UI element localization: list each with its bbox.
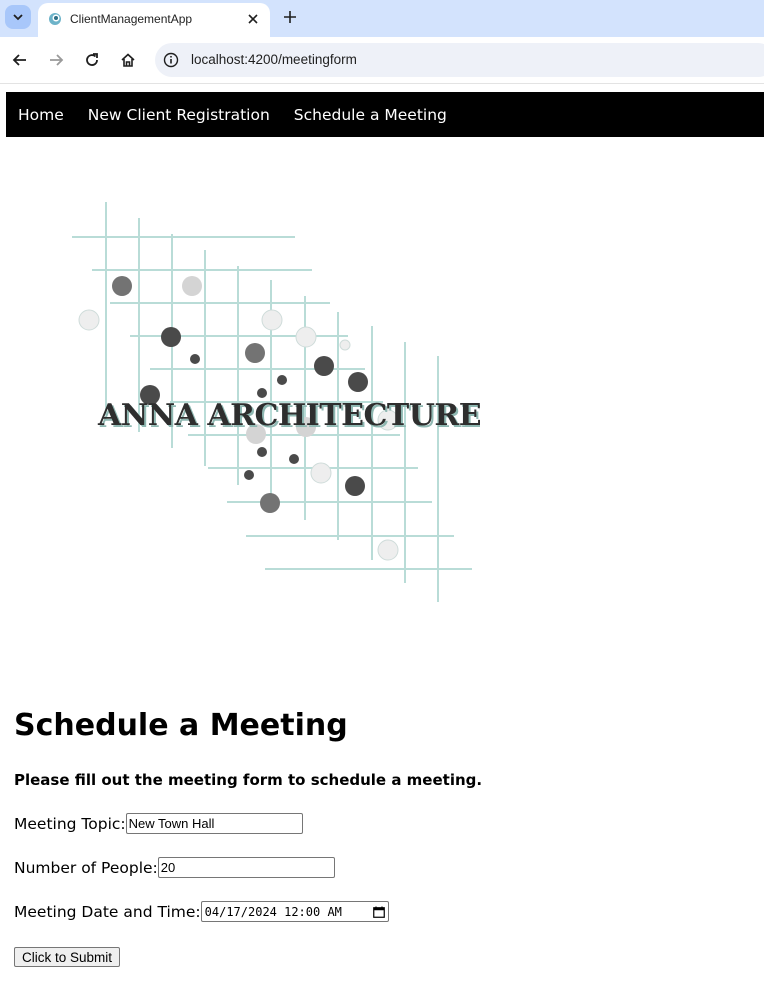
page-title: Schedule a Meeting <box>14 708 348 743</box>
nav-link-home[interactable]: Home <box>18 105 64 124</box>
reload-icon[interactable] <box>81 49 103 71</box>
tab-search-button[interactable] <box>5 5 31 29</box>
meeting-datetime-input[interactable]: 04/17/2024 12:00 AM <box>200 901 389 922</box>
people-row: Number of People: <box>14 857 335 878</box>
browser-tab-active[interactable]: ClientManagementApp <box>38 3 270 37</box>
topic-label: Meeting Topic: <box>14 814 126 833</box>
meeting-topic-input[interactable] <box>125 813 303 834</box>
site-info-icon[interactable] <box>163 52 179 68</box>
forward-arrow-icon[interactable] <box>45 49 67 71</box>
datetime-row: Meeting Date and Time: 04/17/2024 12:00 … <box>14 901 389 922</box>
app-favicon-icon <box>49 13 61 25</box>
submit-button[interactable]: Click to Submit <box>14 947 121 967</box>
close-tab-icon[interactable] <box>244 10 262 28</box>
chevron-down-icon <box>13 14 23 21</box>
address-url: localhost:4200/meetingform <box>191 52 357 67</box>
topic-row: Meeting Topic: <box>14 813 303 834</box>
datetime-value: 04/17/2024 12:00 AM <box>204 904 342 919</box>
browser-tabstrip: ClientManagementApp <box>0 0 764 37</box>
number-of-people-input[interactable] <box>157 857 335 878</box>
app-navbar: Home New Client Registration Schedule a … <box>6 92 764 137</box>
form-instructions: Please fill out the meeting form to sche… <box>14 771 483 789</box>
tab-title: ClientManagementApp <box>70 12 193 26</box>
people-label: Number of People: <box>14 858 158 877</box>
calendar-icon[interactable] <box>372 906 385 918</box>
svg-text:ANNA ARCHITECTURE: ANNA ARCHITECTURE <box>97 398 480 433</box>
back-arrow-icon[interactable] <box>9 49 31 71</box>
anna-architecture-logo: ANNA ARCHITECTURE ANNA ARCHITECTURE <box>72 202 480 602</box>
home-icon[interactable] <box>117 49 139 71</box>
datetime-label: Meeting Date and Time: <box>14 902 201 921</box>
nav-link-schedule-meeting[interactable]: Schedule a Meeting <box>293 105 447 124</box>
svg-text:ANNA ARCHITECTURE: ANNA ARCHITECTURE <box>99 400 480 435</box>
address-bar[interactable]: localhost:4200/meetingform <box>155 43 764 77</box>
nav-link-new-client-registration[interactable]: New Client Registration <box>87 105 270 124</box>
browser-toolbar: localhost:4200/meetingform <box>0 37 764 84</box>
new-tab-plus-icon[interactable] <box>280 7 300 27</box>
